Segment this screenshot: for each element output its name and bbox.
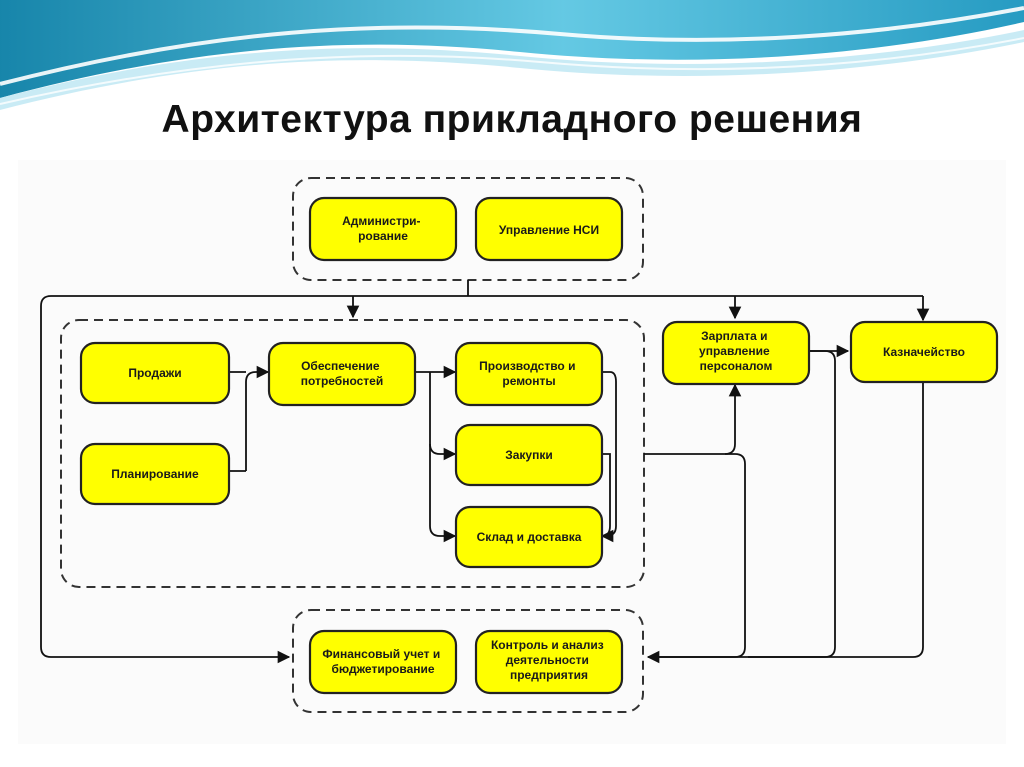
node-production-label: Производство и ремонты <box>479 359 579 388</box>
node-purchases: Закупки <box>454 423 604 487</box>
node-finance-line-1: Финансовый учет и <box>322 647 440 661</box>
node-purchases-line-1: Закупки <box>505 448 553 462</box>
node-finance: Финансовый учет и бюджетирование <box>308 629 458 695</box>
node-treasury-label: Казначейство <box>883 345 965 359</box>
node-warehouse: Склад и доставка <box>454 505 604 569</box>
connector-bus-to-finance <box>40 295 291 664</box>
diagram-area: Администри- рование Управление НСИ Прода… <box>18 160 1006 744</box>
connector-needs-to-purchases <box>429 372 457 461</box>
node-admin: Администри- рование <box>308 196 458 262</box>
group-frame-finance <box>292 609 644 713</box>
node-control-line-3: предприятия <box>510 668 588 682</box>
architecture-diagram: Администри- рование Управление НСИ Прода… <box>40 177 999 713</box>
node-control-label: Контроль и анализ деятельности предприят… <box>491 638 607 682</box>
connector-treasury-to-finance <box>646 382 924 664</box>
node-payroll: Зарплата и управление персоналом <box>661 320 811 386</box>
slide-title: Архитектура прикладного решения <box>161 98 863 141</box>
node-purchases-label: Закупки <box>505 448 553 462</box>
node-control-line-1: Контроль и анализ <box>491 638 604 652</box>
node-planning-label: Планирование <box>111 467 199 481</box>
connectors <box>40 280 930 664</box>
node-needs: Обеспечение потребностей <box>267 341 417 407</box>
node-payroll-label: Зарплата и управление персоналом <box>699 329 773 373</box>
node-needs-line-2: потребностей <box>301 374 383 388</box>
node-admin-label: Администри- рование <box>342 214 424 243</box>
node-warehouse-label: Склад и доставка <box>477 530 582 544</box>
slide-header-waves <box>0 0 1024 110</box>
node-control-line-2: деятельности <box>506 653 589 667</box>
node-production: Производство и ремонты <box>454 341 604 407</box>
node-treasury: Казначейство <box>849 320 999 384</box>
node-nsi-line-1: Управление НСИ <box>499 223 599 237</box>
connector-merge-to-needs <box>245 365 270 471</box>
node-planning-line-1: Планирование <box>111 467 199 481</box>
node-nsi: Управление НСИ <box>474 196 624 262</box>
node-control: Контроль и анализ деятельности предприят… <box>474 629 624 695</box>
node-treasury-line-1: Казначейство <box>883 345 965 359</box>
node-finance-label: Финансовый учет и бюджетирование <box>322 647 443 676</box>
connector-payroll-to-finance <box>748 350 836 658</box>
connector-purchases-to-warehouse <box>600 453 614 543</box>
node-production-line-1: Производство и <box>479 359 575 373</box>
node-planning: Планирование <box>79 442 231 506</box>
node-sales-line-1: Продажи <box>128 366 181 380</box>
node-admin-line-2: рование <box>358 229 408 243</box>
connector-needs-to-warehouse <box>429 444 457 543</box>
connector-operations-to-payroll <box>644 383 742 455</box>
node-production-line-2: ремонты <box>502 374 555 388</box>
node-warehouse-line-1: Склад и доставка <box>477 530 582 544</box>
node-payroll-line-1: Зарплата и <box>701 329 767 343</box>
node-payroll-line-3: персоналом <box>700 359 773 373</box>
node-admin-line-1: Администри- <box>342 214 420 228</box>
node-nsi-label: Управление НСИ <box>499 223 599 237</box>
node-sales: Продажи <box>79 341 231 405</box>
node-sales-label: Продажи <box>128 366 181 380</box>
node-payroll-line-2: управление <box>699 344 770 358</box>
connector-operations-to-finance <box>650 453 746 658</box>
node-finance-line-2: бюджетирование <box>331 662 434 676</box>
node-needs-label: Обеспечение потребностей <box>301 359 383 388</box>
node-needs-line-1: Обеспечение <box>301 359 380 373</box>
